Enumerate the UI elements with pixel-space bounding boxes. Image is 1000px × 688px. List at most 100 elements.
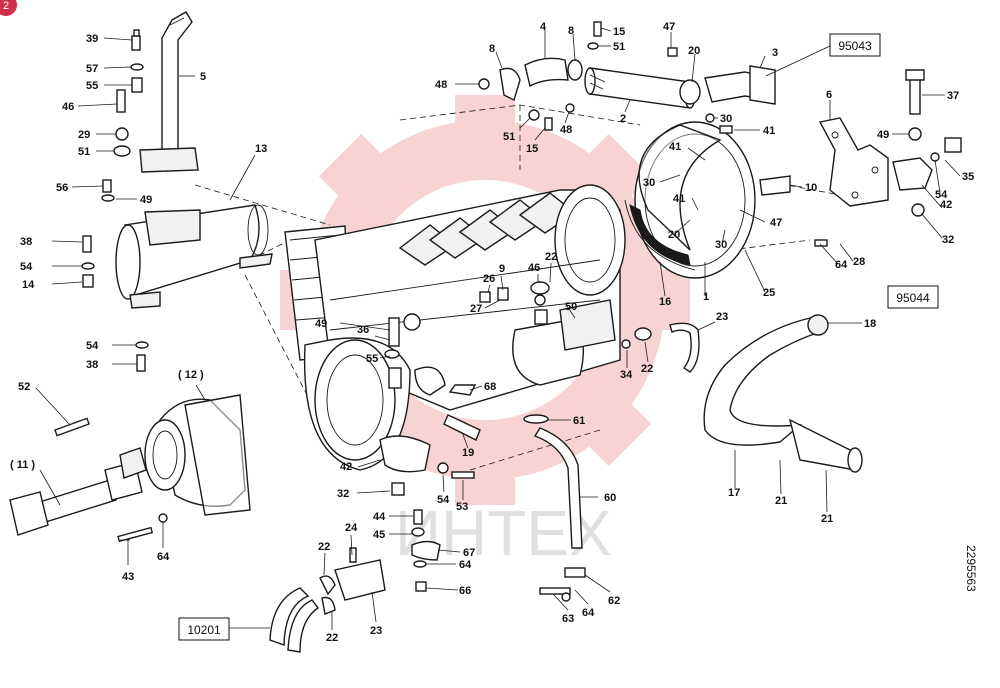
part-label: 42: [340, 461, 352, 473]
part-label: 8: [568, 25, 574, 37]
part-label: 47: [663, 21, 675, 33]
pipe-60: [523, 414, 586, 602]
part-label: 22: [318, 541, 330, 553]
part-label: 23: [370, 625, 382, 637]
part-label: ( 11 ): [10, 459, 35, 471]
thermostat-assembly-24: [319, 509, 441, 615]
clamps-top: [478, 21, 733, 134]
part-label: 22: [641, 363, 653, 375]
part-label: 30: [715, 239, 727, 251]
part-label: 56: [56, 182, 68, 194]
part-label: 34: [620, 369, 633, 381]
part-label: 41: [669, 141, 681, 153]
corner-badge: 2: [0, 0, 17, 16]
elbow-3: [679, 65, 776, 105]
part-label: 46: [528, 262, 540, 274]
part-label: 47: [770, 217, 782, 229]
part-label: 22: [326, 632, 338, 644]
corner-badge-text: 2: [3, 0, 9, 12]
part-label: 2: [620, 113, 626, 125]
part-label: 29: [78, 129, 90, 141]
part-label: 15: [613, 26, 625, 38]
part-label: 51: [78, 146, 90, 158]
part-label: 20: [668, 229, 680, 241]
part-label: 41: [763, 125, 775, 137]
part-label: 23: [716, 311, 728, 323]
bracket-6: [759, 69, 962, 247]
part-label: 1: [703, 291, 709, 303]
housing-12: [144, 394, 251, 516]
part-label: 8: [489, 43, 495, 55]
part-label: 62: [608, 595, 620, 607]
exhaust-pipe-5: [139, 11, 199, 173]
part-label: 51: [613, 41, 625, 53]
part-label: 25: [763, 287, 775, 299]
part-label: 55: [366, 353, 378, 365]
part-label: 50: [565, 301, 577, 313]
part-label: 13: [255, 143, 267, 155]
part-label: 55: [86, 80, 98, 92]
part-label: 38: [20, 236, 32, 248]
hose-23-small: [669, 322, 700, 373]
reference-text-95043: 95043: [838, 39, 872, 53]
part-label: 26: [483, 273, 495, 285]
document-id: 2295563: [964, 545, 978, 592]
part-label: 21: [775, 495, 787, 507]
part-label: 49: [877, 129, 889, 141]
part-label: 32: [942, 234, 954, 246]
part-label: 30: [720, 113, 732, 125]
part-label: 54: [935, 189, 948, 201]
part-label: 24: [345, 522, 358, 534]
part-label: 42: [940, 199, 952, 211]
reference-box-10201: 10201: [178, 617, 230, 641]
part-label: 51: [503, 131, 515, 143]
part-label: 22: [545, 251, 557, 263]
fasteners-lower: [54, 281, 652, 543]
part-label: 6: [826, 89, 832, 101]
part-label: 41: [673, 193, 685, 205]
fasteners-left: [81, 29, 149, 372]
part-label: 28: [853, 256, 865, 268]
part-label: 44: [373, 511, 386, 523]
reference-box-95043: 95043: [829, 33, 881, 57]
part-label: 64: [835, 259, 848, 271]
part-label: 66: [459, 585, 471, 597]
muffler-13: [115, 204, 273, 309]
part-label: 54: [20, 261, 33, 273]
part-label: 36: [357, 324, 369, 336]
hose-17: [703, 314, 863, 473]
part-label: 3: [772, 47, 778, 59]
part-label: 53: [456, 501, 468, 513]
part-label: 20: [688, 45, 700, 57]
part-label: 32: [337, 488, 349, 500]
part-label: 64: [157, 551, 170, 563]
part-label: 10: [805, 182, 817, 194]
drive-shaft-11: [9, 447, 147, 536]
reference-text-10201: 10201: [187, 623, 221, 637]
fan-housing-25: [624, 121, 756, 279]
part-label: 18: [864, 318, 876, 330]
part-label: 35: [962, 171, 974, 183]
part-label: 14: [22, 279, 35, 291]
part-label: 68: [484, 381, 496, 393]
part-label: 9: [499, 263, 505, 275]
part-label: 64: [459, 559, 472, 571]
part-label: 48: [560, 124, 572, 136]
part-label: 5: [200, 71, 206, 83]
part-label: 52: [18, 381, 30, 393]
reference-text-95044: 95044: [896, 291, 930, 305]
leader-lines: [35, 27, 961, 630]
part-label: 39: [86, 33, 98, 45]
part-label: 63: [562, 613, 574, 625]
part-label: 54: [437, 494, 450, 506]
part-labels: 39 57 55 46 29 51 5 56 49 13 38 54 14 54…: [10, 21, 974, 644]
part-label: 60: [604, 492, 616, 504]
part-label: 17: [728, 487, 740, 499]
part-label: 61: [573, 415, 585, 427]
part-label: 45: [373, 529, 385, 541]
hose-10201: [269, 587, 320, 653]
hose-4: [524, 57, 583, 88]
part-label: 49: [140, 194, 152, 206]
part-label: 67: [463, 547, 475, 559]
